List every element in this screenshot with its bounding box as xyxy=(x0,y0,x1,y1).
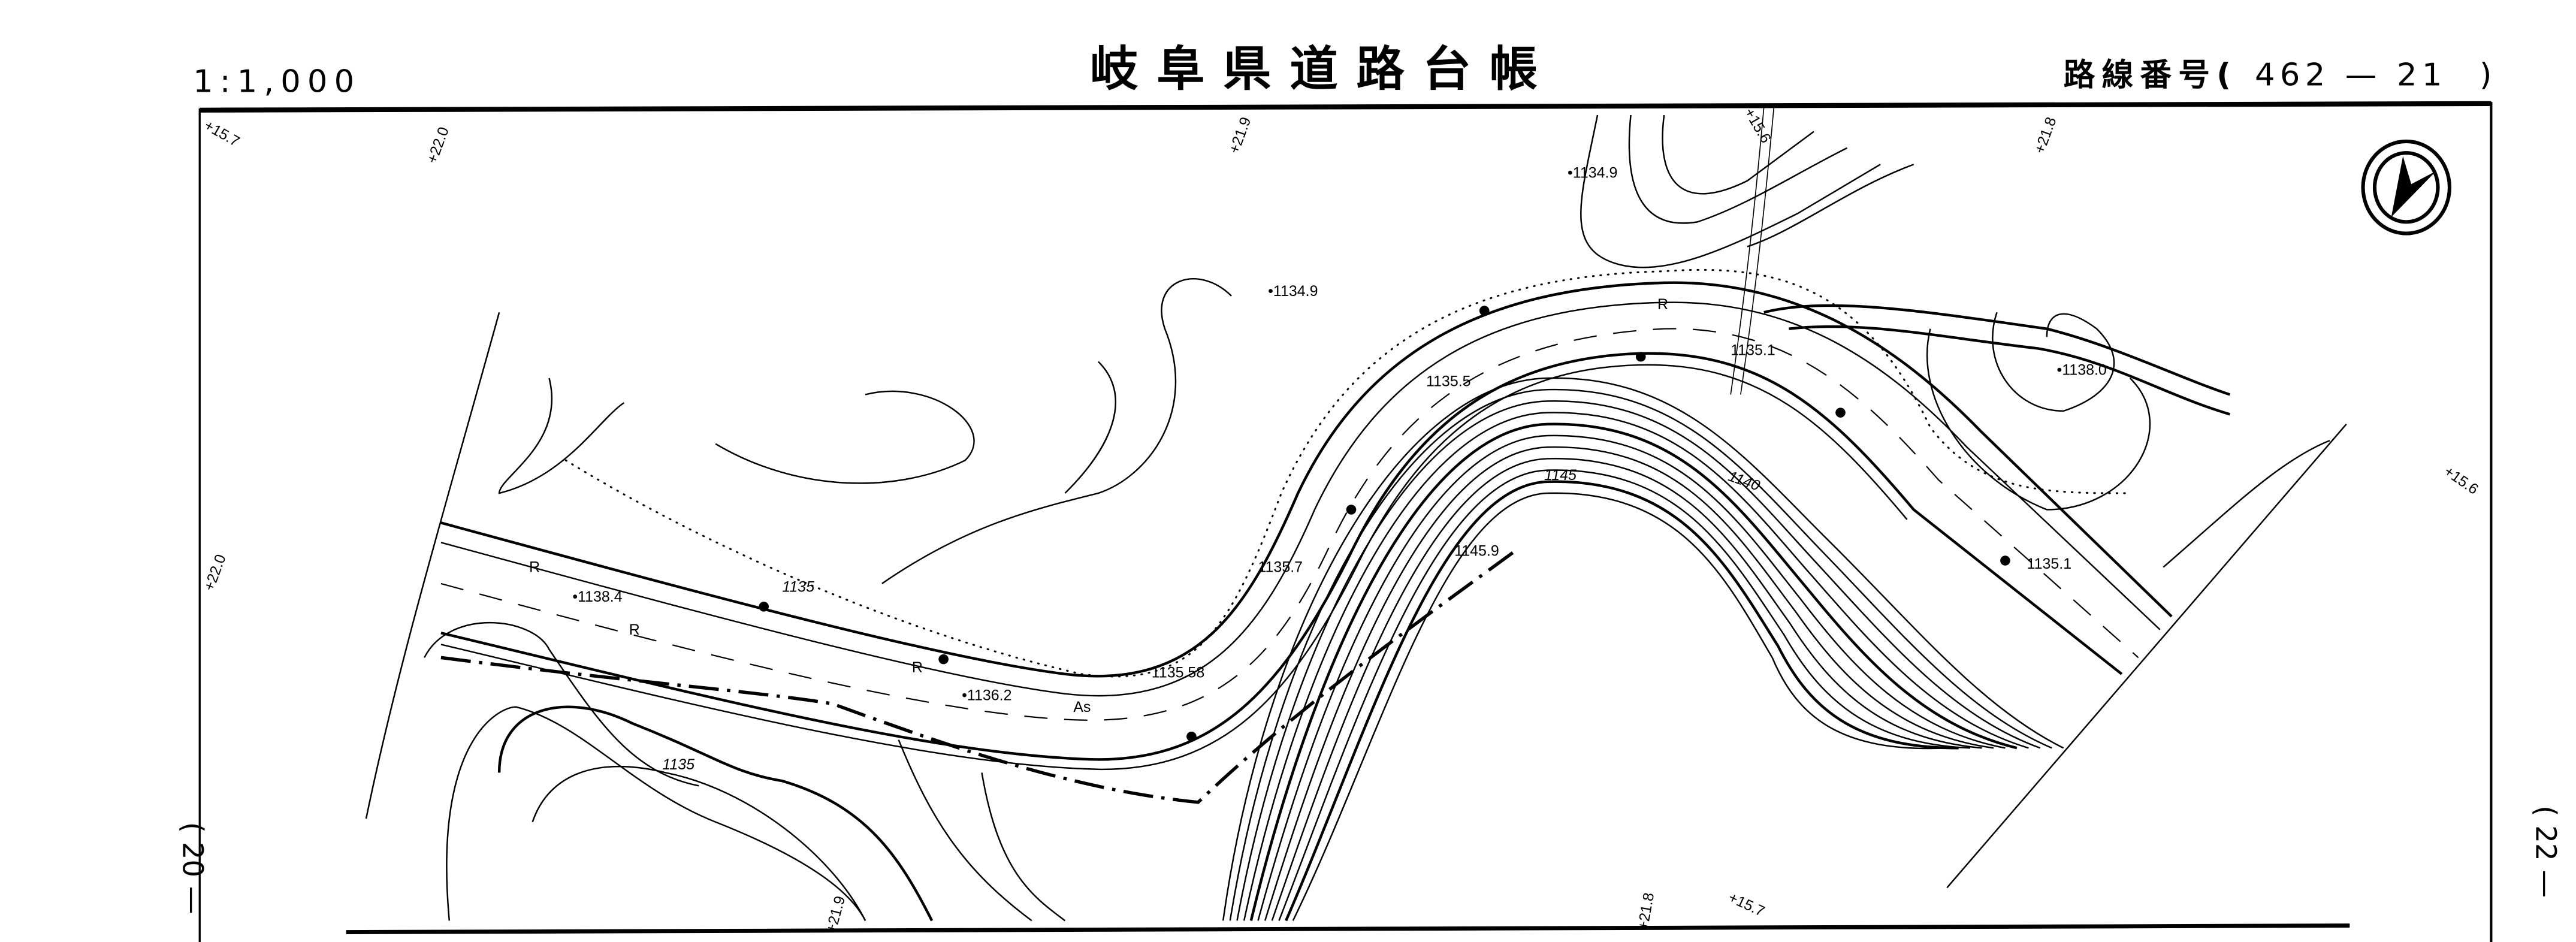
spot-height: 1145.9 xyxy=(1454,543,1499,559)
grid-tick: +22.0 xyxy=(201,552,229,593)
route-number-label: 路線番号( xyxy=(2064,57,2238,93)
survey-point-markers xyxy=(759,306,2010,742)
scale-label: 1:1,000 xyxy=(193,64,361,100)
survey-point xyxy=(759,602,769,612)
contour-line xyxy=(1285,480,1959,922)
spot-height: 1135.1 xyxy=(2027,556,2072,572)
contour-line xyxy=(1229,388,2052,921)
grid-tick: +15.6 xyxy=(1741,105,1774,146)
survey-point xyxy=(1835,407,1846,418)
contour-label: 1135 xyxy=(662,757,694,773)
north-arrow-icon xyxy=(2361,139,2451,236)
contour-line xyxy=(1243,412,2029,921)
survey-point xyxy=(1186,731,1197,742)
contour-label: 1135 xyxy=(782,579,814,596)
spot-height: •1134.9 xyxy=(1268,283,1318,300)
contour-line xyxy=(1236,400,2041,921)
grid-tick: +21.9 xyxy=(1226,115,1254,156)
survey-point xyxy=(1346,505,1357,515)
grid-tick: +15.6 xyxy=(2441,463,2481,498)
survey-point xyxy=(938,654,949,665)
contour-line xyxy=(1264,446,1994,921)
page-title: 岐阜県道路台帳 xyxy=(1090,41,1556,96)
spot-height: •1136.2 xyxy=(962,688,1011,704)
spot-height: •1134.9 xyxy=(1568,165,1617,181)
grid-tick: +21.8 xyxy=(1635,892,1658,931)
map-symbol: R xyxy=(529,560,540,576)
grid-tick: +15.7 xyxy=(201,117,242,150)
survey-point xyxy=(1479,306,1490,316)
contour-line xyxy=(1278,469,1971,921)
map-symbol: R xyxy=(629,622,640,638)
map-symbol: R xyxy=(912,660,923,676)
grid-tick: +22.0 xyxy=(424,125,452,166)
spot-height: 1135.5 xyxy=(1426,374,1471,390)
spot-height: •1138.0 xyxy=(2057,363,2107,379)
contour-line xyxy=(1249,422,2018,921)
spot-height: 1135.58 xyxy=(1152,665,1204,681)
pavement-surface-label: As xyxy=(1073,699,1091,715)
map-linework xyxy=(365,107,2347,922)
contour-label: 1140 xyxy=(1726,468,1762,494)
map-symbol: R xyxy=(1657,297,1668,313)
adjacent-sheet-left: ( 20 — xyxy=(176,822,209,914)
spot-height: •1138.4 xyxy=(572,589,622,605)
contour-label: 1145 xyxy=(1544,467,1577,484)
grid-tick: +15.7 xyxy=(1726,889,1767,920)
contour-line xyxy=(1222,377,2064,921)
route-number-value: 462 — 21 xyxy=(2255,57,2447,93)
spot-height: 1135.1 xyxy=(1731,343,1775,359)
spot-height: 1135.7 xyxy=(1258,560,1303,576)
contour-line xyxy=(1257,434,2006,921)
survey-point xyxy=(1635,352,1646,362)
route-number-close: ) xyxy=(2480,57,2492,93)
route-number: 路線番号( 462 — 21 ) xyxy=(2064,57,2492,93)
frame-top xyxy=(200,101,2492,113)
contour-line xyxy=(1292,492,1947,921)
survey-point xyxy=(2000,555,2010,566)
grid-tick: +21.8 xyxy=(2031,115,2059,156)
contour-line xyxy=(1271,458,1982,921)
map-labels: +15.7 +22.0 +21.9 +15.6 +21.8 +22.0 +15.… xyxy=(201,105,2481,935)
adjacent-sheet-right: ( 22 — xyxy=(2529,805,2562,898)
frame-bottom xyxy=(346,923,2350,934)
